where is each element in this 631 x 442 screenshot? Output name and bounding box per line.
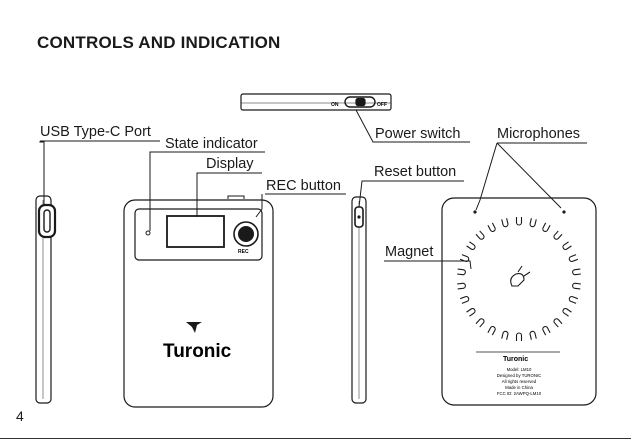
back-label-line: Made in China [505, 385, 533, 390]
page-number: 4 [16, 408, 24, 424]
page-heading: CONTROLS AND INDICATION [37, 33, 281, 53]
back-label-line: Model: LM10 [507, 367, 532, 372]
switch-off-label: OFF [377, 102, 387, 108]
magnet-icon [530, 218, 537, 227]
magnet-icon [530, 331, 537, 340]
magnet-icon [457, 283, 466, 289]
callout-underlines [40, 141, 587, 261]
rec-button[interactable] [234, 222, 258, 246]
magnet-icon [460, 296, 469, 304]
callout-display: Display [206, 157, 254, 172]
front-brand: Turonic [163, 341, 232, 362]
magnet-icon [467, 242, 476, 251]
magnet-icon [572, 283, 581, 289]
power-switch-slider[interactable] [345, 97, 375, 107]
microphone-holes [473, 210, 565, 213]
magnet-center-icon [511, 266, 530, 286]
callout-state-indicator: State indicator [165, 137, 258, 152]
magnet-icon [476, 231, 485, 240]
back-label-line: FCC ID: 2AWPQ-LM10 [497, 391, 542, 396]
magnet-icon [572, 269, 581, 275]
magnet-icon [553, 231, 562, 240]
callout-reset-button: Reset button [374, 165, 456, 180]
magnet-icon [569, 255, 578, 263]
switch-on-label: ON [331, 102, 339, 108]
callout-usb-port: USB Type-C Port [40, 125, 151, 140]
turonic-logo-icon [186, 322, 202, 333]
usb-c-port[interactable] [39, 205, 55, 237]
state-indicator-led [146, 231, 150, 235]
magnet-icon [569, 296, 578, 304]
magnet-icon [517, 217, 522, 225]
magnet-icon [562, 242, 571, 251]
magnet-icon [476, 318, 485, 327]
rec-label: REC [238, 249, 249, 255]
magnet-icon [542, 223, 550, 232]
back-brand: Turonic [503, 356, 528, 363]
callout-magnet: Magnet [385, 245, 433, 260]
callout-power-switch: Power switch [375, 127, 460, 142]
magnet-icon [488, 326, 496, 335]
display-screen [167, 216, 224, 247]
magnet-icon [457, 269, 466, 275]
magnet-icon [488, 223, 496, 232]
back-label-line: Designed by TURONIC [497, 373, 542, 378]
callout-rec-button: REC button [266, 179, 341, 194]
callout-microphones: Microphones [497, 127, 580, 142]
magnet-icon [502, 331, 509, 340]
magnet-icon [517, 333, 522, 341]
reset-button[interactable] [355, 207, 363, 227]
magnet-icon [467, 308, 476, 317]
magnet-icon [542, 326, 550, 335]
magnet-icon [553, 318, 562, 327]
back-label-line: All rights reserved [502, 379, 537, 384]
magnet-icon [502, 218, 509, 227]
bottom-rule [0, 438, 631, 439]
right-side-view [352, 197, 366, 403]
magnet-ring [457, 217, 581, 341]
magnet-icon [562, 308, 571, 317]
